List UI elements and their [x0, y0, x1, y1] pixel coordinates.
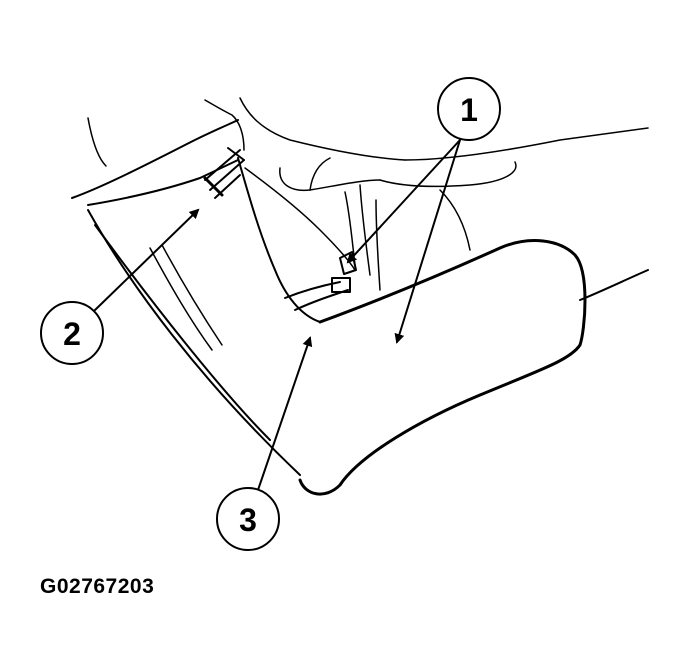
callout-3: 3 — [216, 487, 280, 551]
leader-line-2 — [94, 208, 200, 311]
callout-2-label: 2 — [63, 316, 81, 352]
trim-cover — [298, 239, 649, 496]
callout-1: 1 — [437, 77, 501, 141]
callout-3-label: 3 — [239, 502, 257, 538]
callout-2: 2 — [40, 301, 104, 365]
seat-side-panel — [87, 157, 471, 476]
leader-lines — [94, 139, 461, 491]
seat-back-outline — [71, 97, 649, 206]
leader-line-1b — [346, 139, 461, 264]
callout-1-label: 1 — [460, 92, 478, 128]
fastener — [284, 251, 357, 311]
latch-mechanism — [203, 147, 245, 199]
leader-line-3 — [257, 336, 313, 491]
leader-line-1a — [394, 139, 461, 344]
figure-id-label: G02767203 — [40, 575, 155, 598]
